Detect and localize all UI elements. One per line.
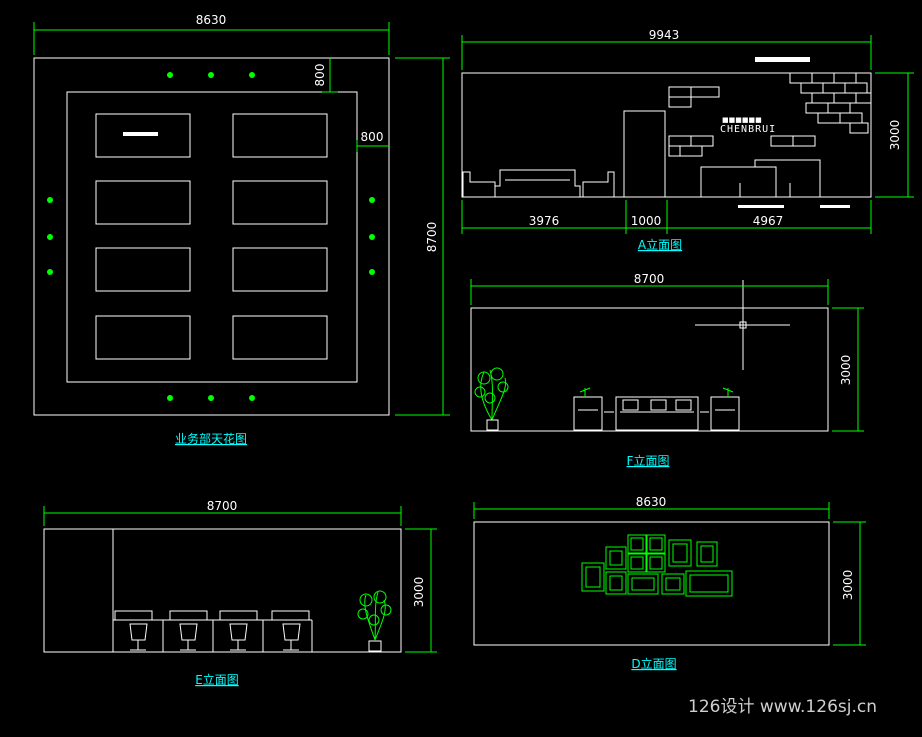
sofa-set <box>462 169 615 198</box>
dimension-label: 8700 <box>207 499 238 513</box>
dimension-label: 800 <box>361 130 384 144</box>
workstation-desks <box>112 610 313 652</box>
floor-mark <box>738 205 784 208</box>
ceiling-strip <box>755 57 810 62</box>
air-vent <box>123 132 158 136</box>
dimension-label: 3976 <box>529 214 560 228</box>
brick-wall-pattern <box>668 72 872 157</box>
dimension-label: 3000 <box>888 120 902 151</box>
light-panel <box>95 113 191 158</box>
downlight-icon <box>47 72 375 401</box>
wall-outline <box>473 521 830 646</box>
light-panel <box>232 315 328 360</box>
light-panel <box>95 315 191 360</box>
picture-frame-icon <box>581 534 733 597</box>
drawing-title: F立面图 <box>627 453 670 468</box>
company-logo: CHENBRUI <box>720 124 776 135</box>
ceiling-inner-boundary <box>66 91 358 383</box>
dimension-label: 4967 <box>753 214 784 228</box>
light-panel <box>232 247 328 292</box>
dimension-label: 9943 <box>649 28 680 42</box>
dimension-line <box>33 22 450 416</box>
dimension-label: 3000 <box>839 355 853 386</box>
dimension-label: 8700 <box>425 222 439 253</box>
dimension-label: 8700 <box>634 272 665 286</box>
elevation-d: 8630 3000 D立面图 <box>473 495 866 671</box>
dimension-label: 3000 <box>412 577 426 608</box>
dimension-label: 8630 <box>196 13 227 27</box>
potted-plant-icon <box>357 590 392 641</box>
crosshair-icon <box>695 280 790 370</box>
dimension-label: 3000 <box>841 570 855 601</box>
flower-pot <box>486 419 499 431</box>
dimension-label: 8630 <box>636 495 667 509</box>
elevation-e: 8700 3000 E立面图 <box>43 499 437 687</box>
wall-outline <box>470 307 829 432</box>
light-panel <box>232 113 328 158</box>
drawing-title: D立面图 <box>631 656 676 671</box>
door <box>623 110 666 198</box>
ceiling-outer-boundary <box>33 57 390 416</box>
dimension-label: 1000 <box>631 214 662 228</box>
dimension-line <box>470 279 864 432</box>
wall-outline <box>461 72 872 198</box>
logo-subtitle: ■■■■■■ <box>722 116 762 124</box>
dimension-label: 800 <box>313 64 327 87</box>
wall-outline <box>43 528 402 653</box>
drawing-title: E立面图 <box>195 672 239 687</box>
sofa-set <box>573 396 740 431</box>
table-lamp-icon <box>579 387 734 397</box>
drawing-title: A立面图 <box>638 237 682 252</box>
dimension-line <box>43 506 437 653</box>
reception-desk <box>700 159 821 198</box>
dimension-line <box>473 502 866 646</box>
drawing-title: 业务部天花图 <box>175 431 247 446</box>
light-panel <box>95 180 191 225</box>
flower-pot <box>368 640 382 652</box>
elevation-a: ■■■■■■ CHENBRUI 9943 3976 1000 4967 3 <box>461 28 914 252</box>
light-panel <box>232 180 328 225</box>
office-chair-icon <box>129 623 301 651</box>
elevation-f: 8700 3000 F立面图 <box>470 272 864 468</box>
watermark: 126设计 www.126sj.cn <box>688 697 877 717</box>
floor-mark <box>820 205 850 208</box>
potted-plant-icon <box>474 367 509 421</box>
ceiling-plan: 8630 8700 800 800 业务部天花图 <box>33 13 450 446</box>
light-panel <box>95 247 191 292</box>
dimension-line <box>461 35 914 234</box>
